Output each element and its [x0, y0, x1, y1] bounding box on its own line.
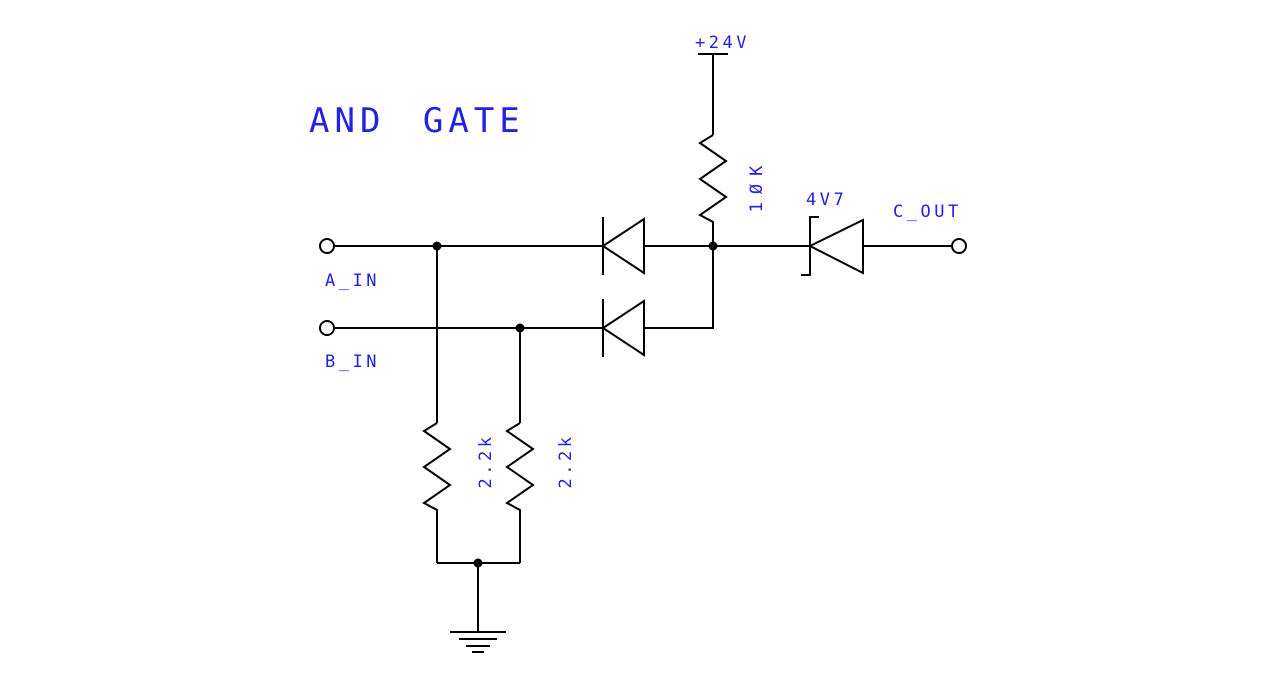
diode-a-triangle [601, 217, 645, 275]
power-rail-label: +24V [695, 33, 750, 53]
input-a-label: A_IN [325, 271, 380, 291]
resistor-a [422, 422, 452, 563]
pullup-resistor-value-label: 1ØK [747, 157, 767, 213]
node-branch-wire [644, 246, 714, 329]
terminal-b-in [319, 320, 335, 336]
junction-dot-ground [473, 558, 483, 568]
resistor-b [505, 422, 535, 563]
pullup-resistor [698, 134, 728, 246]
diode-b-triangle [601, 299, 645, 357]
ground-bus-wire [437, 562, 520, 632]
zener-diode [801, 216, 864, 276]
junction-dot-a [432, 241, 442, 251]
resistor-b-value-label: 2.2k [556, 433, 576, 489]
junction-dot-node [708, 241, 718, 251]
terminal-a-in [319, 238, 335, 254]
zener-triangle [807, 218, 864, 275]
output-label: C_OUT [893, 202, 962, 222]
ground-symbol [450, 631, 506, 653]
zener-cathode-bar [801, 216, 819, 276]
schematic-title: AND GATE [309, 101, 525, 141]
diode-b [601, 299, 645, 357]
resistor-a-value-label: 2.2k [476, 433, 496, 489]
input-b-label: B_IN [325, 352, 380, 372]
diode-a [601, 217, 645, 275]
power-rail-symbol [698, 53, 728, 135]
zener-value-label: 4V7 [806, 190, 848, 210]
junction-dot-b [515, 323, 525, 333]
terminal-c-out [951, 238, 967, 254]
